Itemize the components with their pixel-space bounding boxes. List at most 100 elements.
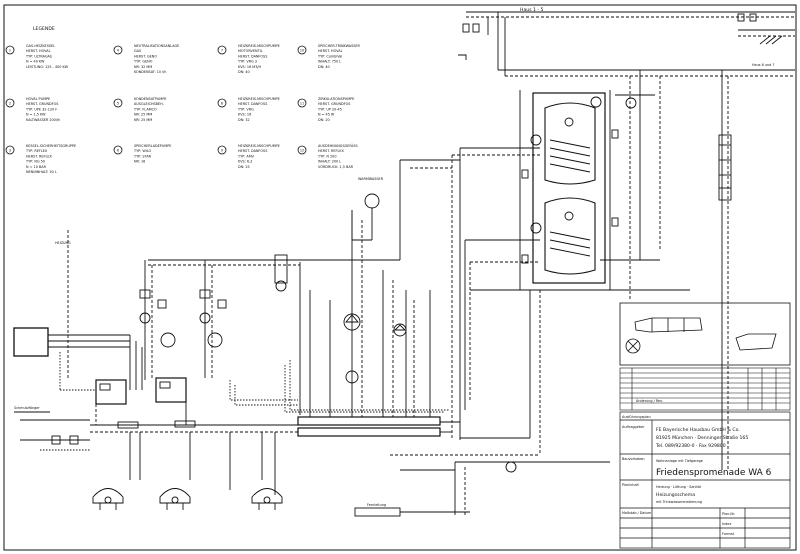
legend-line: NR: 25 MM — [134, 118, 152, 122]
legend-line: TYP: AMV — [237, 154, 255, 158]
legend-line: HEIZKREIS-MISCHPUMPE — [238, 44, 280, 48]
project-title: Friedenspromenade WA 6 — [656, 468, 772, 478]
format-label: Format — [722, 532, 735, 536]
legend-line: KVS: 16 M3/H — [238, 65, 262, 69]
neutralisation-unit-1 — [92, 488, 124, 510]
legend-line: MOTORVENTIL — [238, 49, 263, 53]
company-phone: Tel. 089/92380-0 · Fax 929800 — [655, 443, 726, 449]
project-subtitle: Wohnanlage mit Tiefgarage — [656, 459, 703, 463]
legend-line: DN: 20 — [318, 118, 330, 122]
legend-marker — [217, 145, 227, 155]
boiler-header-label: WARMWASSER — [358, 177, 384, 181]
legend-line: INHALT: 200 L — [318, 160, 341, 164]
legend-marker — [113, 145, 123, 155]
legend-line: INHALT: 750 L — [318, 60, 341, 64]
legend-line: NR: 16 — [134, 160, 145, 164]
site-inset — [619, 302, 791, 366]
legend-line: AUSDEHNUNGSGEFÄSS — [318, 143, 358, 148]
pipe-label: Fernleitung — [367, 503, 386, 507]
legend-number: 4 — [117, 48, 119, 52]
legend-number: 10 — [300, 48, 304, 52]
legend-marker — [297, 45, 307, 55]
neutralisation-unit-2 — [159, 488, 191, 510]
row-label-content: Planinhalt — [622, 483, 639, 487]
legend-line: DN: 32 — [238, 118, 250, 122]
row-label-scale: Maßstab / Datum — [622, 511, 652, 515]
legend-line: ZIRKULATIONSPUMPE — [318, 97, 354, 101]
legend-line: HERST. REFLEX — [318, 149, 345, 153]
legend-line: TYP: ULTRAGAS — [25, 54, 52, 58]
legend-number: 5 — [117, 101, 119, 105]
legend-line: HERST. GRUNDFOS — [318, 102, 350, 106]
legend-line: HERST. HOVAL — [26, 49, 51, 53]
legend-line: TYP: CombiVal — [317, 54, 342, 58]
content-line-1: Heizung · Lüftung · Sanitär — [656, 485, 702, 489]
index-label: Index — [722, 522, 731, 526]
legend-line: N = 1,5 KW — [26, 113, 46, 117]
legend-number: 1 — [9, 48, 11, 52]
legend-line: KVS: 16 — [238, 113, 251, 117]
house-supply-lines: Haus 1 - 5 Haus 6 und 7 — [458, 7, 795, 470]
legend-marker — [113, 98, 123, 108]
legend-number: 7 — [221, 48, 223, 52]
legend-line: TYP: STAR — [133, 154, 152, 158]
legend-line: VORDRUCK: 1,5 BAR — [318, 165, 354, 169]
house-6-7-label: Haus 6 und 7 — [752, 63, 775, 67]
title-section-label: Ausführungsplan — [622, 415, 651, 419]
legend-line: TYP: VRG — [237, 107, 254, 111]
legend-number: 2 — [9, 101, 11, 105]
legend-line: GAS-HEIZKESSEL — [26, 44, 55, 48]
legend-line: KALTWASSER 200l/h — [26, 118, 60, 122]
legend-line: HERST. GENO — [134, 54, 157, 58]
legend-line: DN: 40 — [318, 65, 330, 69]
legend-line: N = 10 BAR — [26, 165, 47, 169]
title-block-text: Ausführungsplan Auftraggeber Bauvorhaben… — [622, 415, 772, 536]
legend-number: 6 — [117, 148, 119, 152]
legend-line: NR: 32 MM — [134, 65, 152, 69]
legend-line: HOVAL PUMPE — [26, 97, 50, 101]
legend-line: AUSGLEICHSBEH. — [134, 102, 164, 106]
legend-line: SPEICHER-TRINKWASSER — [318, 44, 361, 48]
distribution-piping: WARMWASSER Fernleitung — [148, 148, 610, 517]
legend-marker — [113, 45, 123, 55]
legend-marker — [217, 98, 227, 108]
legend-number: 8 — [221, 101, 223, 105]
legend-line: HERST. DANFOSS — [238, 102, 267, 106]
legend-marker — [5, 45, 15, 55]
legend-line: KVS: 6,3 — [238, 160, 252, 164]
neutralisation-unit-3 — [251, 488, 283, 510]
revision-header: Änderung / Rev. — [636, 398, 663, 403]
legend-line: KONDENSAT: 10 l/h — [134, 70, 166, 74]
legend-line: GAS — [134, 49, 141, 53]
title-block — [619, 411, 791, 549]
strainer-note: Schmutzfänger — [14, 406, 40, 410]
content-line-2: Heizungsschema — [656, 492, 695, 498]
legend-line: KONDENSATPUMPE — [134, 97, 167, 101]
riser-label: HEIZUNG — [55, 241, 71, 245]
legend-title: LEGENDE — [33, 26, 55, 32]
legend-line: TYP: WILO — [133, 149, 152, 153]
drawing-frame — [3, 4, 797, 551]
legend-line: TYP: VRG 3 — [237, 60, 257, 64]
legend-marker — [5, 145, 15, 155]
legend-line: TYP: GENO — [133, 60, 153, 64]
legend-line: HERST. DANFOSS — [238, 149, 267, 153]
legend-marker — [5, 98, 15, 108]
legend-marker — [217, 45, 227, 55]
legend-line: NEUTRALISATIONSANLAGE — [134, 44, 179, 48]
revision-table: Änderung / Rev. — [619, 367, 791, 411]
legend-line: HERST. REFLEX — [26, 154, 53, 158]
company-address: 81925 München · Denninger Straße 165 — [656, 435, 748, 441]
house-1-5-label: Haus 1 - 5 — [520, 7, 544, 13]
dhw-storage-tanks — [452, 70, 690, 300]
legend-line: HERST. HOVAL — [318, 49, 343, 53]
